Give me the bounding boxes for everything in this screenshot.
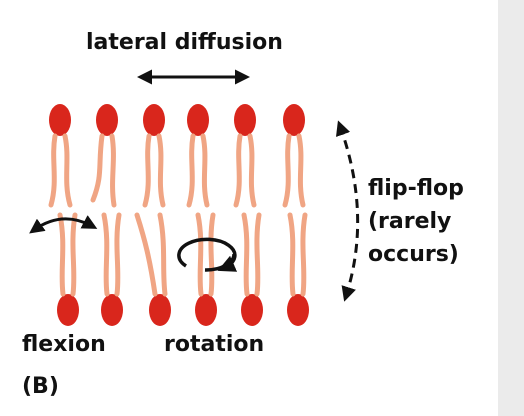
lower-leaflet: [57, 212, 309, 326]
lipid-tail: [48, 133, 58, 208]
lipid-tail: [200, 133, 210, 208]
lipid-head: [283, 104, 305, 136]
lipid-tail: [109, 133, 117, 208]
lipid-tail: [157, 212, 168, 297]
lipid-tail: [282, 133, 292, 208]
lipid-tail: [296, 133, 306, 208]
lipid-tail: [90, 133, 105, 203]
lipid-tail: [57, 212, 66, 297]
lipid-head: [49, 104, 71, 136]
flip-flop-label-line: occurs): [368, 242, 459, 267]
lipid-tail: [247, 133, 257, 208]
lipid-tail: [114, 212, 122, 297]
panel-label: (B): [22, 374, 59, 399]
lipid-tail: [101, 212, 110, 297]
lipid-tail: [241, 212, 250, 297]
lipid-tail: [208, 212, 216, 297]
lipid-tail: [70, 212, 78, 297]
flip-flop-label-line: (rarely: [368, 209, 452, 234]
rotation-label: rotation: [164, 332, 265, 357]
lipid-head: [143, 104, 165, 136]
lipid-head: [101, 294, 123, 326]
lipid-tail: [195, 212, 204, 297]
lipid-tail: [156, 133, 166, 208]
lipid-head: [287, 294, 309, 326]
lipid-head: [234, 104, 256, 136]
lipid-tail: [300, 212, 308, 297]
upper-leaflet: [48, 104, 306, 208]
lipid-head: [187, 104, 209, 136]
lipid-tail: [254, 212, 262, 297]
flip-flop-label-line: flip-flop: [368, 176, 464, 201]
lipid-tail: [287, 212, 296, 297]
lipid-tail: [142, 133, 152, 208]
flexion-label: flexion: [22, 332, 106, 357]
lipid-tail: [62, 133, 73, 208]
lipid-tail: [186, 133, 196, 208]
side-panel: [498, 0, 524, 416]
lipid-head: [57, 294, 79, 326]
rotation-arrow-icon: [177, 237, 238, 272]
lipid-head: [195, 294, 217, 326]
lipid-head: [96, 104, 118, 136]
lipid-tail: [134, 212, 158, 297]
lipid-tail: [233, 133, 243, 208]
flip-flop-arrow-icon: [335, 120, 360, 302]
lipid-head: [149, 294, 171, 326]
flexion-arrow-icon: [29, 215, 98, 234]
flip-flop-label: flip-flop (rarely occurs): [368, 172, 464, 271]
lipid-head: [241, 294, 263, 326]
lateral-diffusion-label: lateral diffusion: [86, 30, 283, 55]
